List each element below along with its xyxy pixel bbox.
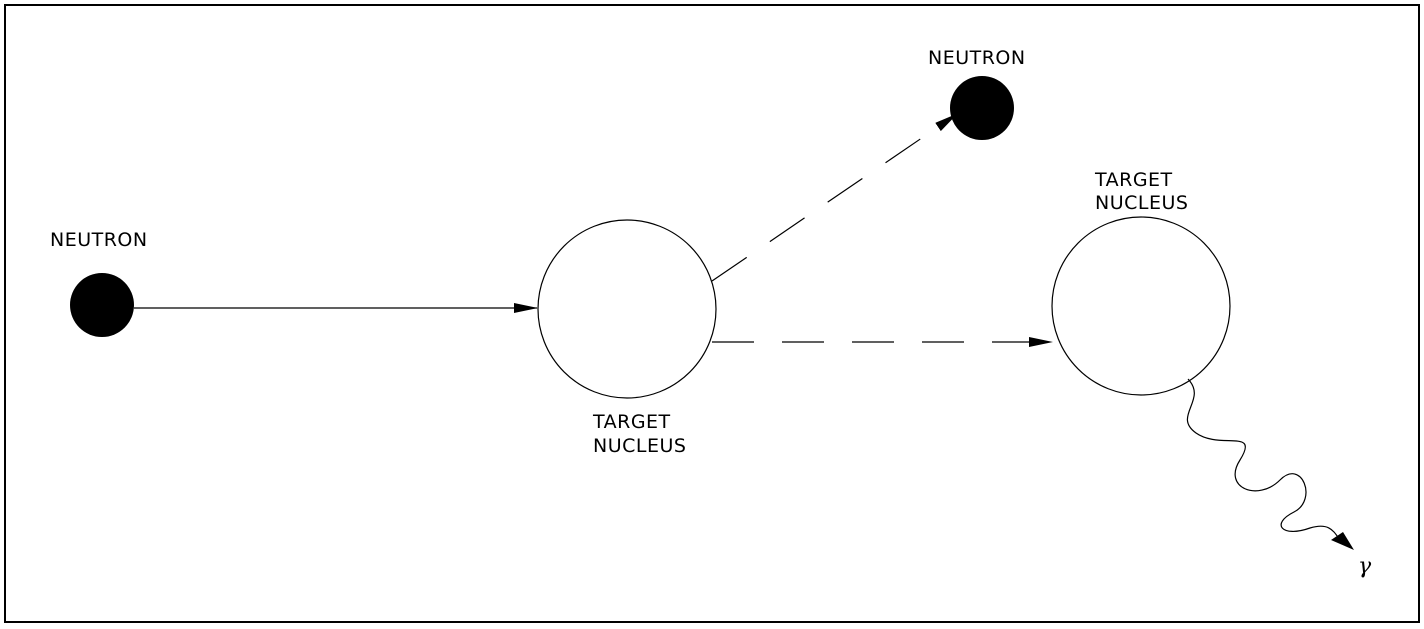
incident-neutron-label: NEUTRON [50, 229, 148, 251]
diagram-border [4, 4, 1420, 623]
target-nucleus-2-label-line1: TARGET [1094, 169, 1173, 191]
target-nucleus-1-label-line1: TARGET [592, 411, 671, 433]
gamma-ray-wave [1186, 378, 1341, 541]
target-nucleus-1 [537, 219, 717, 399]
target-nucleus-2-label-line2: NUCLEUS [1095, 192, 1188, 214]
target-nucleus-1-label-line2: NUCLEUS [593, 435, 686, 457]
gamma-symbol: γ [1358, 554, 1372, 579]
scattered-neutron-particle [950, 76, 1014, 140]
scattered-neutron-label: NEUTRON [928, 47, 1026, 69]
scattered-neutron-path-arrow [711, 113, 958, 282]
target-nucleus-2 [1051, 216, 1231, 396]
gamma-ray-arrowhead [1331, 532, 1354, 550]
incident-neutron-particle [70, 273, 134, 337]
